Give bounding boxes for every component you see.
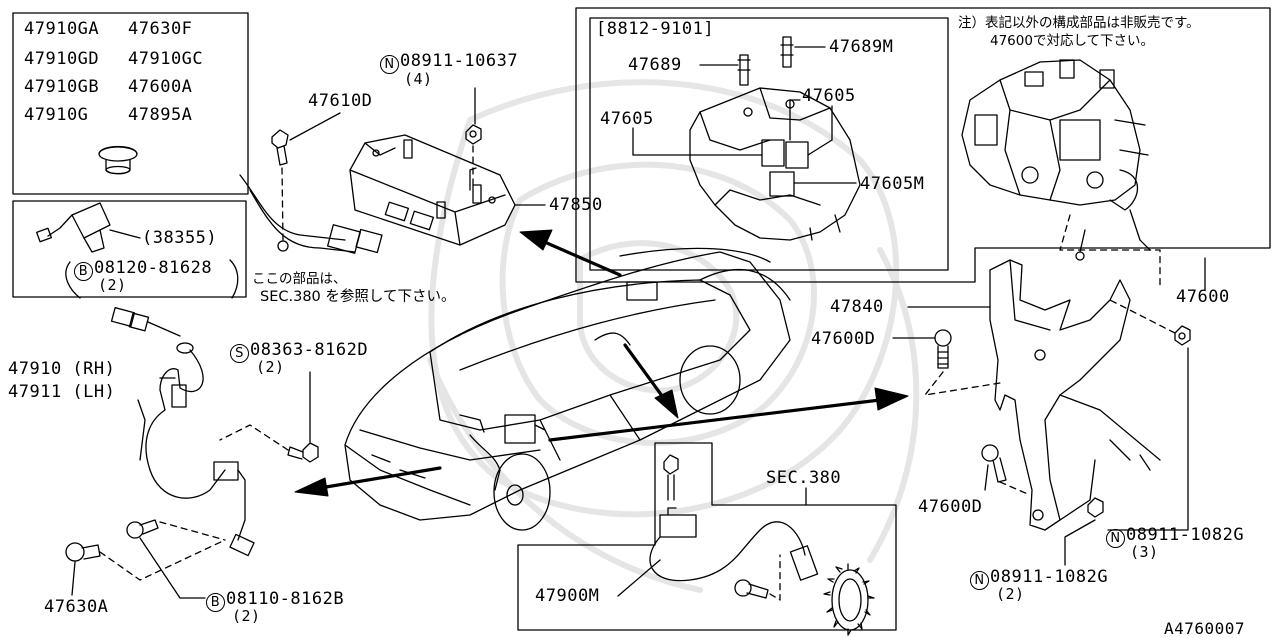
- bolt-08110-leader: [139, 537, 206, 599]
- wheel-sensor-harness-icon: [110, 307, 255, 557]
- p47600d-bottom-dashed: [999, 481, 1031, 496]
- nut-top-qty: (4): [404, 70, 433, 88]
- nut-right-2-qty: (2): [996, 585, 1025, 603]
- screw-08363-icon: [287, 442, 319, 463]
- legend-part-number: 47910G: [24, 105, 89, 125]
- screw-qty: (2): [256, 358, 285, 376]
- bolt-47630a-dashed: [99, 539, 226, 581]
- ground-terminal-icon: [277, 240, 289, 252]
- nut-right-icon: [1174, 325, 1191, 346]
- bolt-08110-icon: [126, 519, 159, 539]
- actuator-note-line2: 47600で対応して下さい。: [990, 33, 1155, 49]
- bolt-08110-dashed: [159, 521, 226, 541]
- nut-lower-icon: [1087, 497, 1104, 518]
- label-sec380: SEC.380: [766, 468, 842, 488]
- legend-part-number: 47910GB: [24, 77, 100, 97]
- label-47630a: 47630A: [44, 597, 109, 617]
- reference-note-line2: SEC.380 を参照して下さい。: [260, 289, 456, 305]
- wheel-sensor-icon: [36, 202, 239, 299]
- bolt-47600d-bottom-icon: [981, 444, 1007, 483]
- nut-symbol: N: [1106, 529, 1125, 548]
- label-47910: 47910 (RH): [8, 359, 116, 379]
- sec380-frame: [517, 442, 897, 631]
- relay-inset-frame: [589, 17, 949, 271]
- nut-symbol: N: [970, 571, 989, 590]
- p47630a-leader: [71, 561, 76, 596]
- sensor-bolt-icon: [734, 579, 769, 599]
- sensor-inset-frame: [12, 200, 247, 298]
- label-47605-left: 47605: [600, 109, 654, 129]
- vehicle-outline-icon: [344, 247, 791, 531]
- label-47605m: 47605M: [860, 174, 925, 194]
- label-47840: 47840: [830, 297, 884, 317]
- rear-sensor-icon: [649, 454, 819, 582]
- grommet-icon: [98, 145, 138, 175]
- bolt-47630a-icon: [65, 542, 101, 562]
- screw-symbol: S: [230, 344, 249, 363]
- legend-part-number: 47910GC: [128, 49, 204, 69]
- hydraulic-unit-icon: [961, 59, 1151, 261]
- legend-part-number: 47600A: [128, 77, 193, 97]
- bracket-icon: [989, 259, 1161, 531]
- label-47600d-bottom: 47600D: [918, 497, 983, 517]
- legend-part-number: 47630F: [128, 19, 193, 39]
- label-47600: 47600: [1176, 287, 1230, 307]
- label-47850: 47850: [549, 195, 603, 215]
- relay-leader-lines: [632, 46, 857, 184]
- screw-47610d-dashed: [281, 167, 284, 241]
- bolt-symbol: B: [206, 593, 225, 612]
- sensor-bolt-dashed: [769, 554, 781, 601]
- control-unit-icon: [349, 134, 516, 246]
- nut-right-dashed: [1109, 299, 1176, 334]
- label-47900m: 47900M: [535, 586, 600, 606]
- legend-part-number: 47910GD: [24, 49, 100, 69]
- legend-box-frame: [12, 12, 249, 195]
- bolt-bottom-qty: (2): [232, 607, 261, 625]
- harness-connector-icon: [326, 224, 383, 254]
- label-47911: 47911 (LH): [8, 382, 116, 402]
- model-range: [8812-9101]: [596, 19, 715, 39]
- tone-ring-icon: [823, 563, 875, 636]
- label-47689: 47689: [628, 55, 682, 75]
- reference-note-line1: ここの部品は、: [252, 271, 347, 287]
- screw-08363-dashed: [219, 424, 289, 451]
- bolt-symbol: B: [74, 262, 93, 281]
- nut-symbol: N: [380, 55, 399, 74]
- screw-47610d-icon: [271, 129, 289, 166]
- bolt-47600d-top-icon: [934, 329, 952, 369]
- relay-assembly-icon: [689, 36, 861, 241]
- label-47610d: 47610D: [308, 91, 373, 111]
- sensor-part-number: (38355): [142, 228, 218, 248]
- nut-top-icon: [465, 124, 482, 145]
- direction-arrows: [294, 229, 909, 497]
- actuator-note-line1: 注）表記以外の構成部品は非販売です。: [958, 15, 1200, 31]
- ecu-harness: [239, 174, 356, 253]
- actuator-outer-frame: [575, 7, 1271, 283]
- nut-right-1-leader: [1107, 347, 1189, 531]
- legend-part-number: 47910GA: [24, 19, 100, 39]
- p47600d-top-dashed: [924, 371, 1001, 396]
- watermark-emblem: [427, 79, 920, 593]
- diagram-id: A4760007: [1164, 619, 1246, 638]
- p47900m-leader: [617, 559, 661, 597]
- nut-right-2-leader: [1064, 519, 1096, 566]
- label-47600d-top: 47600D: [811, 329, 876, 349]
- p47610d-leader: [289, 112, 341, 141]
- legend-part-number: 47895A: [128, 105, 193, 125]
- label-47605-right: 47605: [802, 86, 856, 106]
- hcu-dashed-link: [1059, 214, 1161, 289]
- sensor-bolt-qty: (2): [98, 276, 127, 294]
- p47600d-bottom-leader: [984, 464, 989, 491]
- label-47689m: 47689M: [829, 37, 894, 57]
- nut-right-1-qty: (3): [1130, 543, 1159, 561]
